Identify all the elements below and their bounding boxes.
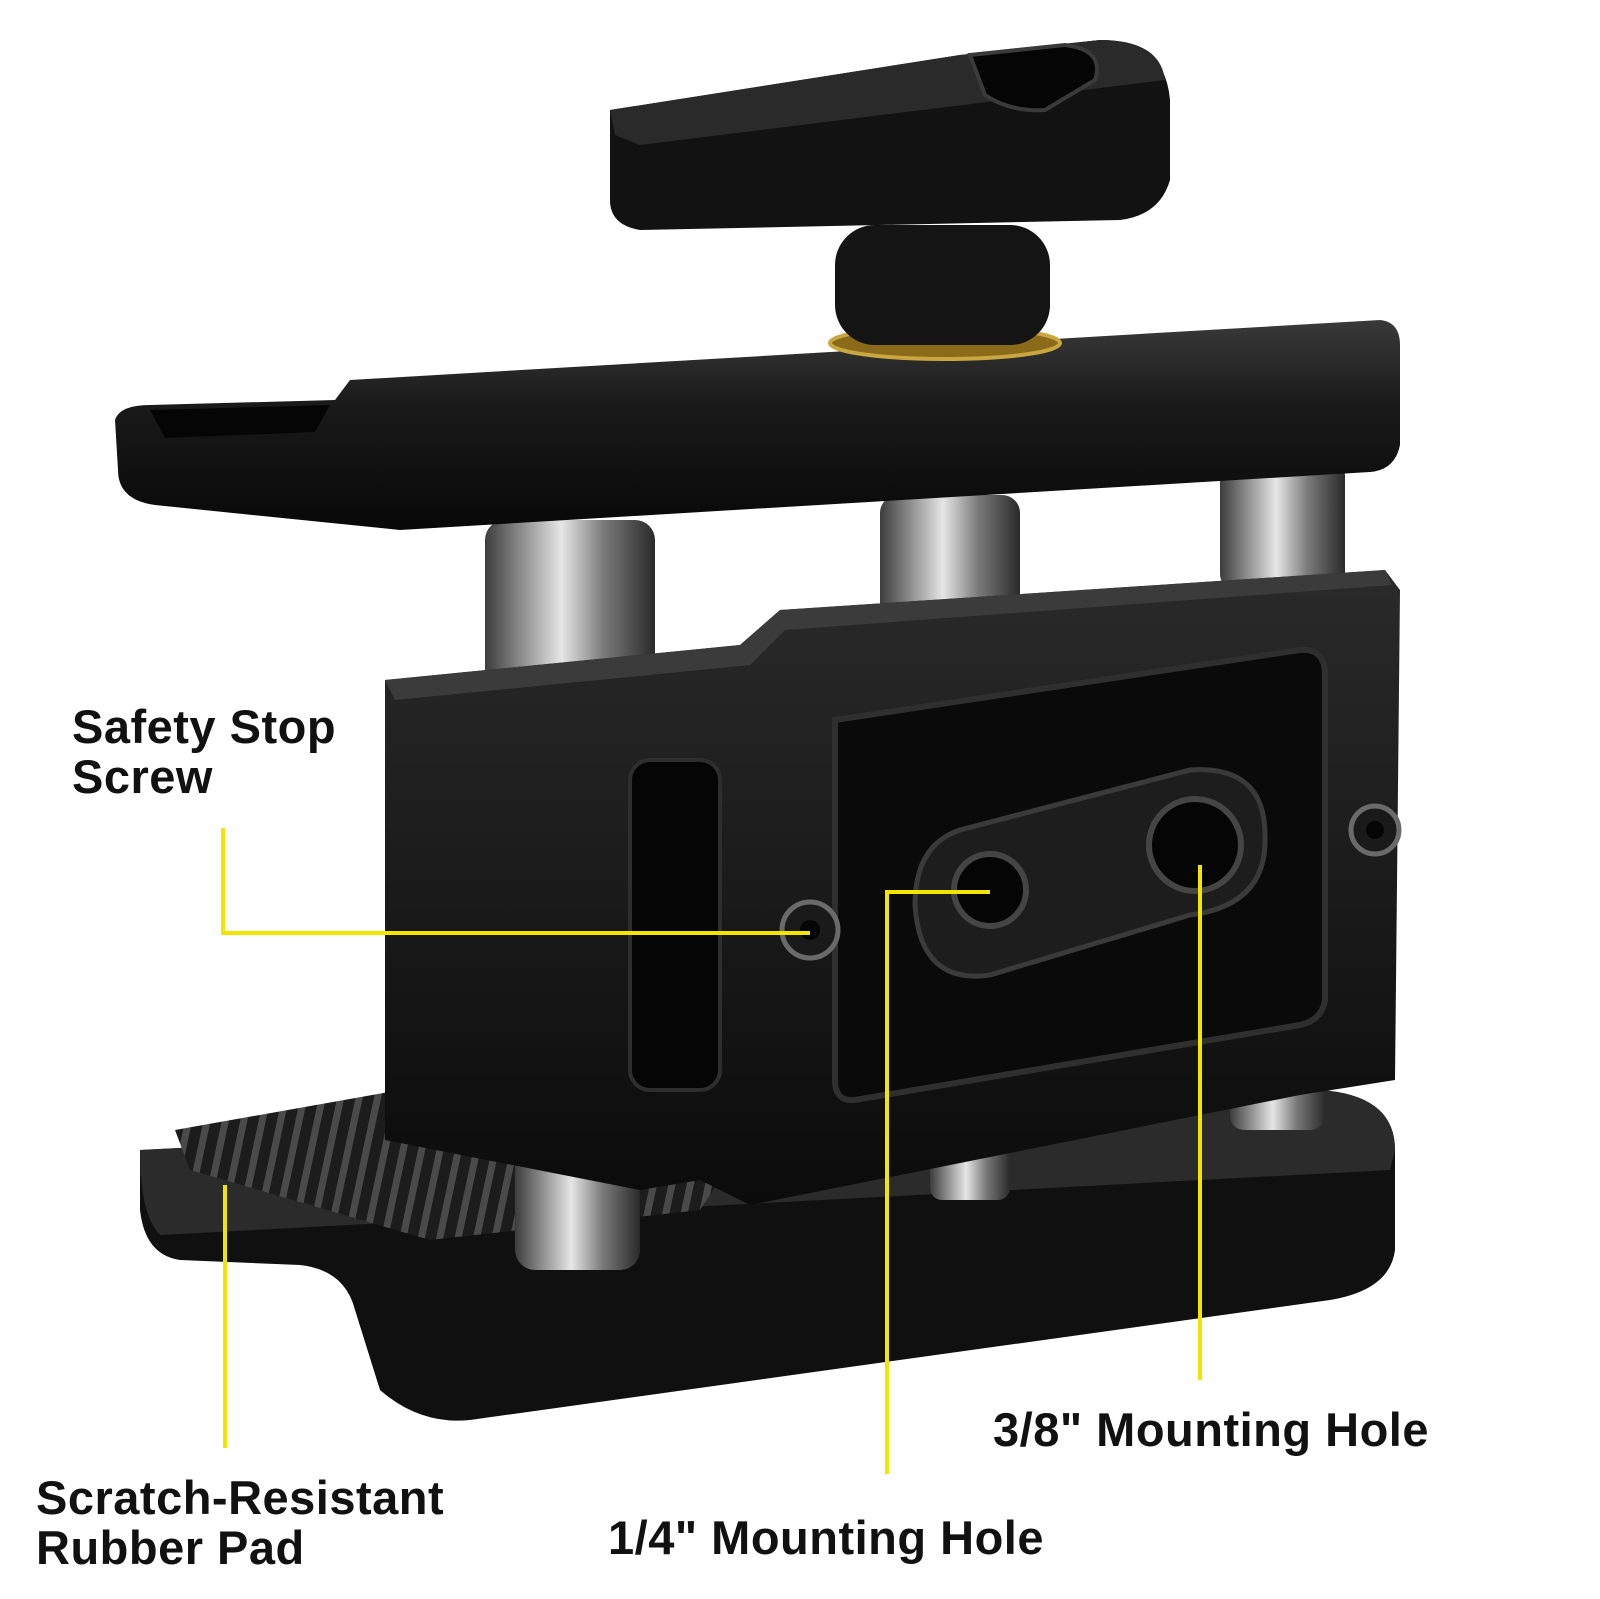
callout-line-quarter-hole [885, 890, 990, 1474]
callout-rubber-pad-line2: Rubber Pad [36, 1521, 305, 1574]
callout-line-safety-stop [221, 828, 810, 935]
upper-rods [485, 460, 1345, 700]
callout-quarter-inch-hole-text: 1/4" Mounting Hole [608, 1511, 1044, 1564]
callout-safety-stop-screw: Safety Stop Screw [72, 702, 336, 802]
callout-safety-stop-line1: Safety Stop [72, 700, 337, 753]
callout-rubber-pad: Scratch-Resistant Rubber Pad [36, 1473, 444, 1573]
callout-three-eighths-inch-hole-text: 3/8" Mounting Hole [993, 1403, 1429, 1456]
knob-assembly [610, 40, 1170, 361]
top-bar [115, 320, 1400, 530]
callout-rubber-pad-line1: Scratch-Resistant [36, 1471, 445, 1524]
callout-safety-stop-line2: Screw [72, 750, 213, 803]
callout-quarter-inch-hole: 1/4" Mounting Hole [608, 1513, 1044, 1563]
callout-lines [221, 828, 1202, 1474]
callout-three-eighths-inch-hole: 3/8" Mounting Hole [993, 1405, 1429, 1455]
clamp-body [385, 570, 1402, 1205]
